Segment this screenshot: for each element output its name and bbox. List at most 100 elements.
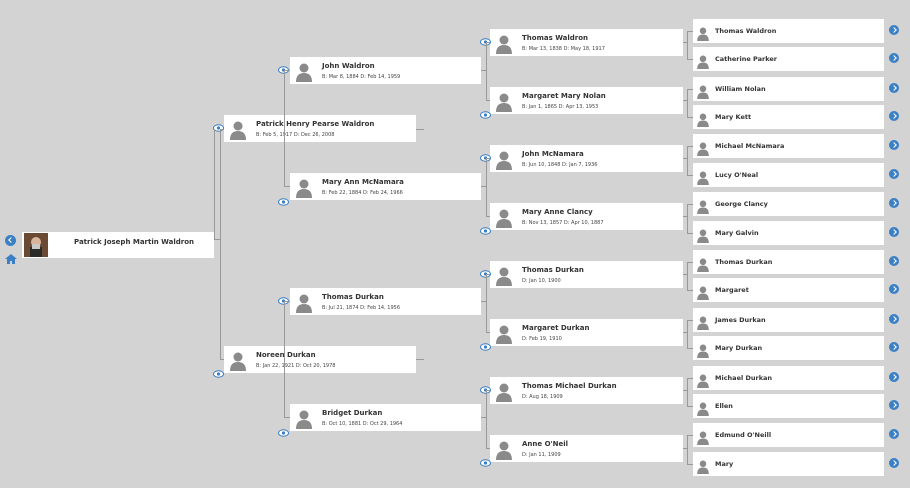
person-card[interactable]: William Nolan bbox=[693, 77, 884, 101]
person-card[interactable]: Margaret bbox=[693, 278, 884, 302]
person-silhouette-icon bbox=[493, 90, 515, 112]
person-silhouette-icon bbox=[493, 438, 515, 460]
person-card[interactable]: John Waldron B: Mar 8, 1884 D: Feb 14, 1… bbox=[290, 57, 481, 84]
connector-line bbox=[486, 158, 487, 217]
person-card[interactable]: Catherine Parker bbox=[693, 47, 884, 71]
forward-arrow-icon[interactable] bbox=[889, 314, 899, 324]
connector-line bbox=[284, 301, 285, 418]
person-card[interactable]: Thomas Michael Durkan D: Aug 18, 1909 bbox=[490, 377, 683, 404]
person-dates: D: Feb 19, 1910 bbox=[522, 336, 562, 342]
person-card[interactable]: Mary Ann McNamara B: Feb 22, 1884 D: Feb… bbox=[290, 173, 481, 200]
forward-arrow-icon[interactable] bbox=[889, 372, 899, 382]
person-silhouette-icon bbox=[695, 198, 711, 214]
person-silhouette-icon bbox=[695, 372, 711, 388]
forward-arrow-icon[interactable] bbox=[889, 400, 899, 410]
person-card[interactable]: George Clancy bbox=[693, 192, 884, 216]
person-card[interactable]: Thomas Durkan D: Jan 10, 1900 bbox=[490, 261, 683, 288]
person-card[interactable]: Thomas Durkan bbox=[693, 250, 884, 274]
person-silhouette-icon bbox=[695, 53, 711, 69]
forward-arrow-icon[interactable] bbox=[889, 342, 899, 352]
connector-line bbox=[687, 89, 688, 118]
eye-icon[interactable] bbox=[480, 452, 491, 467]
connector-line bbox=[220, 129, 221, 360]
forward-arrow-icon[interactable] bbox=[889, 458, 899, 468]
connector-line bbox=[486, 158, 490, 159]
person-name: Mary Galvin bbox=[715, 229, 759, 237]
connector-line bbox=[683, 332, 687, 333]
person-card[interactable]: Michael Durkan bbox=[693, 366, 884, 390]
person-silhouette-icon bbox=[493, 206, 515, 228]
home-icon[interactable] bbox=[5, 249, 17, 264]
person-card[interactable]: Mary Durkan bbox=[693, 336, 884, 360]
connector-line bbox=[481, 301, 486, 302]
person-card[interactable]: Patrick Henry Pearse Waldron B: Feb 5, 1… bbox=[224, 115, 416, 142]
forward-arrow-icon[interactable] bbox=[889, 140, 899, 150]
eye-icon[interactable] bbox=[278, 290, 289, 305]
person-card[interactable]: Margaret Mary Nolan B: Jan 1, 1865 D: Ap… bbox=[490, 87, 683, 114]
forward-arrow-icon[interactable] bbox=[889, 111, 899, 121]
person-card[interactable]: Mary Kett bbox=[693, 105, 884, 129]
connector-line bbox=[683, 448, 687, 449]
forward-arrow-icon[interactable] bbox=[889, 53, 899, 63]
connector-line bbox=[486, 216, 490, 217]
person-card[interactable]: Bridget Durkan B: Oct 10, 1881 D: Oct 29… bbox=[290, 404, 481, 431]
connector-line bbox=[687, 204, 693, 205]
person-card[interactable]: Lucy O'Neal bbox=[693, 163, 884, 187]
forward-arrow-icon[interactable] bbox=[889, 83, 899, 93]
person-silhouette-icon bbox=[227, 118, 249, 140]
person-card[interactable]: Michael McNamara bbox=[693, 134, 884, 158]
person-card[interactable]: Edmund O'Neill bbox=[693, 423, 884, 447]
connector-line bbox=[687, 117, 693, 118]
eye-icon[interactable] bbox=[480, 31, 491, 46]
person-name: Catherine Parker bbox=[715, 55, 777, 63]
eye-icon[interactable] bbox=[480, 379, 491, 394]
person-name: Thomas Durkan bbox=[522, 266, 584, 274]
person-card[interactable]: Thomas Waldron B: Mar 13, 1838 D: May 18… bbox=[490, 29, 683, 56]
forward-arrow-icon[interactable] bbox=[889, 256, 899, 266]
forward-arrow-icon[interactable] bbox=[889, 198, 899, 208]
forward-arrow-icon[interactable] bbox=[889, 169, 899, 179]
forward-arrow-icon[interactable] bbox=[889, 25, 899, 35]
connector-line bbox=[284, 70, 285, 187]
eye-icon[interactable] bbox=[278, 191, 289, 206]
person-card[interactable]: James Durkan bbox=[693, 308, 884, 332]
eye-icon[interactable] bbox=[480, 263, 491, 278]
connector-line bbox=[220, 359, 224, 360]
root-person-card[interactable]: Patrick Joseph Martin Waldron bbox=[22, 232, 214, 258]
person-card[interactable]: Noreen Durkan B: Jan 22, 1921 D: Oct 20,… bbox=[224, 346, 416, 373]
person-name: John Waldron bbox=[322, 62, 375, 70]
person-card[interactable]: Mary Galvin bbox=[693, 221, 884, 245]
back-arrow-icon[interactable] bbox=[5, 235, 16, 246]
eye-icon[interactable] bbox=[480, 104, 491, 119]
person-card[interactable]: Thomas Durkan B: Jul 21, 1874 D: Feb 14,… bbox=[290, 288, 481, 315]
person-photo bbox=[24, 233, 48, 257]
person-card[interactable]: John McNamara B: Jun 10, 1848 D: Jan 7, … bbox=[490, 145, 683, 172]
person-dates: B: Feb 22, 1884 D: Feb 24, 1966 bbox=[322, 190, 403, 196]
person-card[interactable]: Mary bbox=[693, 452, 884, 476]
connector-line bbox=[220, 129, 224, 130]
eye-icon[interactable] bbox=[278, 59, 289, 74]
person-card[interactable]: Mary Anne Clancy B: Nov 13, 1857 D: Apr … bbox=[490, 203, 683, 230]
eye-icon[interactable] bbox=[278, 422, 289, 437]
eye-icon[interactable] bbox=[213, 363, 224, 378]
forward-arrow-icon[interactable] bbox=[889, 429, 899, 439]
connector-line bbox=[683, 42, 687, 43]
person-card[interactable]: Anne O'Neil D: Jan 11, 1909 bbox=[490, 435, 683, 462]
connector-line bbox=[687, 435, 693, 436]
eye-icon[interactable] bbox=[480, 147, 491, 162]
eye-icon[interactable] bbox=[480, 220, 491, 235]
eye-icon[interactable] bbox=[213, 117, 224, 132]
forward-arrow-icon[interactable] bbox=[889, 284, 899, 294]
person-name: Noreen Durkan bbox=[256, 351, 316, 359]
person-silhouette-icon bbox=[227, 349, 249, 371]
person-card[interactable]: Thomas Waldron bbox=[693, 19, 884, 43]
person-name: Mary Anne Clancy bbox=[522, 208, 593, 216]
person-card[interactable]: Ellen bbox=[693, 394, 884, 418]
person-silhouette-icon bbox=[293, 176, 315, 198]
person-silhouette-icon bbox=[493, 322, 515, 344]
person-card[interactable]: Margaret Durkan D: Feb 19, 1910 bbox=[490, 319, 683, 346]
connector-line bbox=[687, 406, 693, 407]
eye-icon[interactable] bbox=[480, 336, 491, 351]
person-name: Michael McNamara bbox=[715, 142, 785, 150]
forward-arrow-icon[interactable] bbox=[889, 227, 899, 237]
